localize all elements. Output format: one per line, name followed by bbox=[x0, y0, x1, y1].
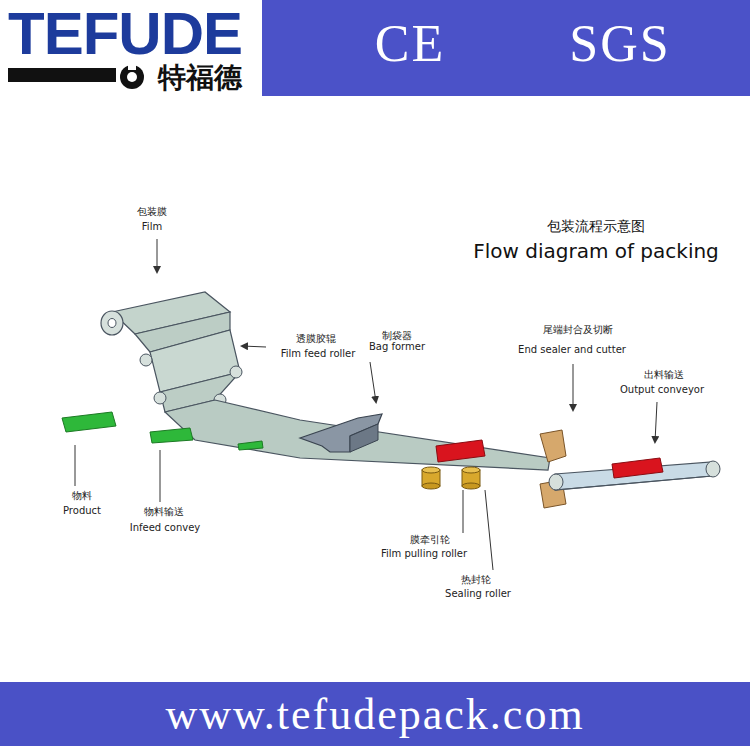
logo-chinese: 特福德 bbox=[158, 62, 242, 94]
product-in-film bbox=[436, 440, 485, 462]
logo-icon bbox=[120, 65, 144, 89]
bag-former-side bbox=[350, 424, 378, 452]
part-label: 膜牵引轮 bbox=[410, 534, 450, 546]
part-label: 透膜胶辊 bbox=[296, 333, 336, 345]
roller bbox=[230, 366, 242, 378]
part-label: Film feed roller bbox=[281, 348, 356, 360]
band-text: SGS bbox=[569, 14, 670, 74]
sealing-roller bbox=[462, 467, 480, 489]
logo-icon-hole bbox=[127, 72, 137, 82]
part-label: 热封轮 bbox=[461, 574, 491, 586]
part-label: 出料输送 bbox=[644, 369, 684, 381]
part-label: 物料 bbox=[72, 490, 92, 502]
part-label: 制袋器 bbox=[382, 330, 412, 342]
roller bbox=[154, 392, 166, 404]
product-block bbox=[238, 441, 263, 450]
logo-icon-notch bbox=[128, 64, 136, 70]
part-label: Bag former bbox=[369, 341, 425, 353]
band-text: CE bbox=[375, 14, 445, 74]
part-label: Film pulling roller bbox=[381, 548, 467, 560]
footer-band: www.tefudepack.com bbox=[0, 682, 750, 746]
part-label: 尾端封合及切断 bbox=[543, 324, 613, 336]
conveyor-roller bbox=[549, 474, 563, 490]
packed-product bbox=[612, 458, 663, 478]
part-label: Product bbox=[63, 505, 101, 517]
part-label: 物料输送 bbox=[144, 506, 184, 518]
part-label: Sealing roller bbox=[445, 588, 511, 600]
part-label: 包装膜 bbox=[137, 206, 167, 218]
header-band: CE SGS bbox=[262, 0, 750, 96]
diagram-subtitle: Flow diagram of packing bbox=[473, 240, 719, 263]
part-label: Infeed convey bbox=[130, 522, 201, 534]
part-label: Film bbox=[142, 221, 162, 233]
diagram-title: 包装流程示意图 bbox=[547, 218, 645, 234]
conveyor-roller bbox=[706, 461, 720, 477]
logo-text: TEFUDE bbox=[8, 4, 242, 64]
band-text: www.tefudepack.com bbox=[165, 690, 584, 741]
leader-lines bbox=[75, 239, 657, 570]
product-block bbox=[150, 428, 193, 443]
roller bbox=[140, 354, 152, 366]
logo-bar bbox=[8, 68, 116, 82]
bag-former bbox=[300, 414, 382, 452]
product-block bbox=[62, 412, 116, 432]
film-roll-core bbox=[108, 319, 116, 328]
flat-film bbox=[165, 400, 550, 470]
part-label: Output conveyor bbox=[620, 384, 704, 396]
film-roll bbox=[101, 311, 123, 335]
pulling-roller bbox=[422, 467, 440, 489]
end-sealer-upper bbox=[540, 430, 566, 462]
output-belt-edge bbox=[555, 476, 712, 490]
part-label: End sealer and cutter bbox=[518, 344, 626, 356]
